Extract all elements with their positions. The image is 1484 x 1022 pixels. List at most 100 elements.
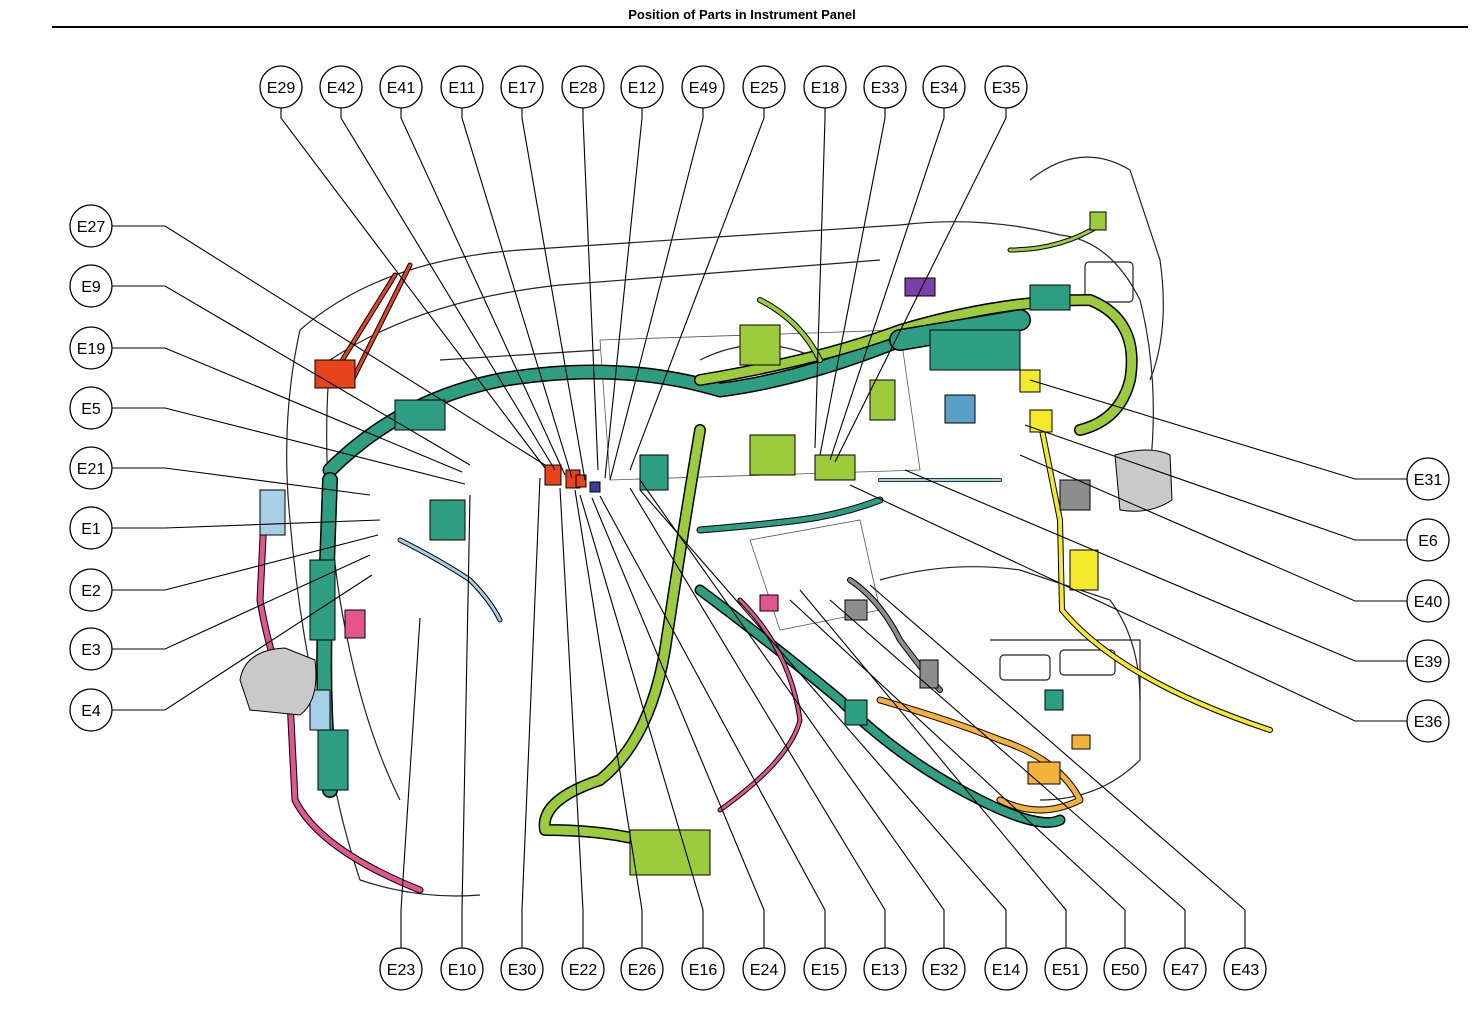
leader-line-e42 — [340, 108, 556, 471]
callout-circle — [69, 204, 113, 248]
leader-line-e1 — [112, 519, 381, 529]
leader-line-e9 — [112, 285, 471, 466]
callout-circle — [922, 65, 966, 109]
callout-circle — [500, 65, 544, 109]
callout-e47: E47 — [1163, 947, 1207, 991]
page-title: Position of Parts in Instrument Panel — [628, 7, 856, 22]
callout-label: E24 — [750, 962, 779, 979]
leader-line-e39 — [904, 469, 1407, 662]
leader-line-e13 — [629, 487, 886, 948]
callout-label: E4 — [81, 703, 101, 720]
leader-line-e50 — [789, 599, 1126, 948]
callout-e34: E34 — [922, 65, 966, 109]
leader-line-e17 — [521, 108, 586, 481]
callout-e5: E5 — [69, 386, 113, 430]
leader-line-e28 — [582, 108, 599, 471]
callout-e10: E10 — [440, 947, 484, 991]
callout-e35: E35 — [984, 65, 1028, 109]
callout-circle — [69, 568, 113, 612]
leader-line-e4 — [112, 574, 373, 711]
leader-line-e30 — [521, 477, 541, 948]
callout-e6: E6 — [1406, 518, 1450, 562]
callout-label: E12 — [628, 80, 657, 97]
callout-circle — [1406, 518, 1450, 562]
callout-circle — [69, 688, 113, 732]
callout-circle — [379, 947, 423, 991]
leader-line-e5 — [112, 407, 466, 485]
leader-line-e18 — [814, 108, 826, 449]
callout-e50: E50 — [1103, 947, 1147, 991]
callout-e36: E36 — [1406, 699, 1450, 743]
callout-circle — [69, 506, 113, 550]
callout-label: E29 — [267, 80, 296, 97]
callout-circle — [681, 65, 725, 109]
callout-e1: E1 — [69, 506, 113, 550]
leader-line-e51 — [799, 589, 1067, 948]
callout-label: E50 — [1111, 962, 1140, 979]
title-rule — [52, 26, 1468, 28]
callout-circle — [863, 65, 907, 109]
callout-circle — [681, 947, 725, 991]
leader-line-e40 — [1019, 454, 1407, 602]
leader-line-e27 — [112, 225, 546, 466]
leader-line-e41 — [400, 108, 566, 476]
callout-label: E19 — [77, 341, 106, 358]
callout-e31: E31 — [1406, 457, 1450, 501]
leader-line-e26 — [574, 489, 643, 948]
callout-circle — [440, 65, 484, 109]
callout-circle — [1223, 947, 1267, 991]
callout-circle — [69, 446, 113, 490]
callout-label: E41 — [387, 80, 416, 97]
callout-e30: E30 — [500, 947, 544, 991]
leader-line-e31 — [1029, 379, 1407, 480]
callout-e9: E9 — [69, 264, 113, 308]
leader-line-e6 — [1024, 424, 1407, 541]
callout-circle — [69, 264, 113, 308]
callout-label: E27 — [77, 219, 106, 236]
callout-label: E36 — [1414, 714, 1443, 731]
leader-line-e24 — [591, 497, 765, 948]
callout-e19: E19 — [69, 326, 113, 370]
leader-lines — [112, 108, 1407, 948]
callout-circle — [742, 947, 786, 991]
leader-line-e2 — [112, 534, 379, 591]
callout-label: E34 — [930, 80, 959, 97]
leader-line-e33 — [819, 108, 886, 456]
callout-label: E39 — [1414, 654, 1443, 671]
callout-circle — [620, 65, 664, 109]
callout-circle — [561, 65, 605, 109]
parts-connectors — [239, 211, 1173, 876]
callout-circle — [440, 947, 484, 991]
callout-circle — [500, 947, 544, 991]
callout-label: E10 — [448, 962, 477, 979]
callout-circle — [69, 627, 113, 671]
callout-label: E43 — [1231, 962, 1260, 979]
callout-label: E17 — [508, 80, 537, 97]
callout-e40: E40 — [1406, 579, 1450, 623]
callout-circle — [259, 65, 303, 109]
callout-circle — [379, 65, 423, 109]
callout-circle — [620, 947, 664, 991]
leader-line-e3 — [112, 554, 371, 650]
callout-label: E21 — [77, 461, 106, 478]
callout-circle — [984, 947, 1028, 991]
callout-e2: E2 — [69, 568, 113, 612]
callout-label: E13 — [871, 962, 900, 979]
callout-e14: E14 — [984, 947, 1028, 991]
callout-label: E33 — [871, 80, 900, 97]
callout-label: E28 — [569, 80, 598, 97]
callout-label: E3 — [81, 642, 101, 659]
callout-label: E2 — [81, 583, 101, 600]
callout-circle — [803, 947, 847, 991]
callout-circle — [69, 326, 113, 370]
leader-line-e23 — [400, 617, 421, 948]
callout-circle — [1406, 579, 1450, 623]
leader-line-e16 — [579, 494, 704, 948]
leader-line-e22 — [559, 487, 584, 948]
leader-line-e15 — [599, 495, 826, 948]
callout-e13: E13 — [863, 947, 907, 991]
callout-e15: E15 — [803, 947, 847, 991]
callout-circle — [1406, 699, 1450, 743]
callout-circle — [1163, 947, 1207, 991]
